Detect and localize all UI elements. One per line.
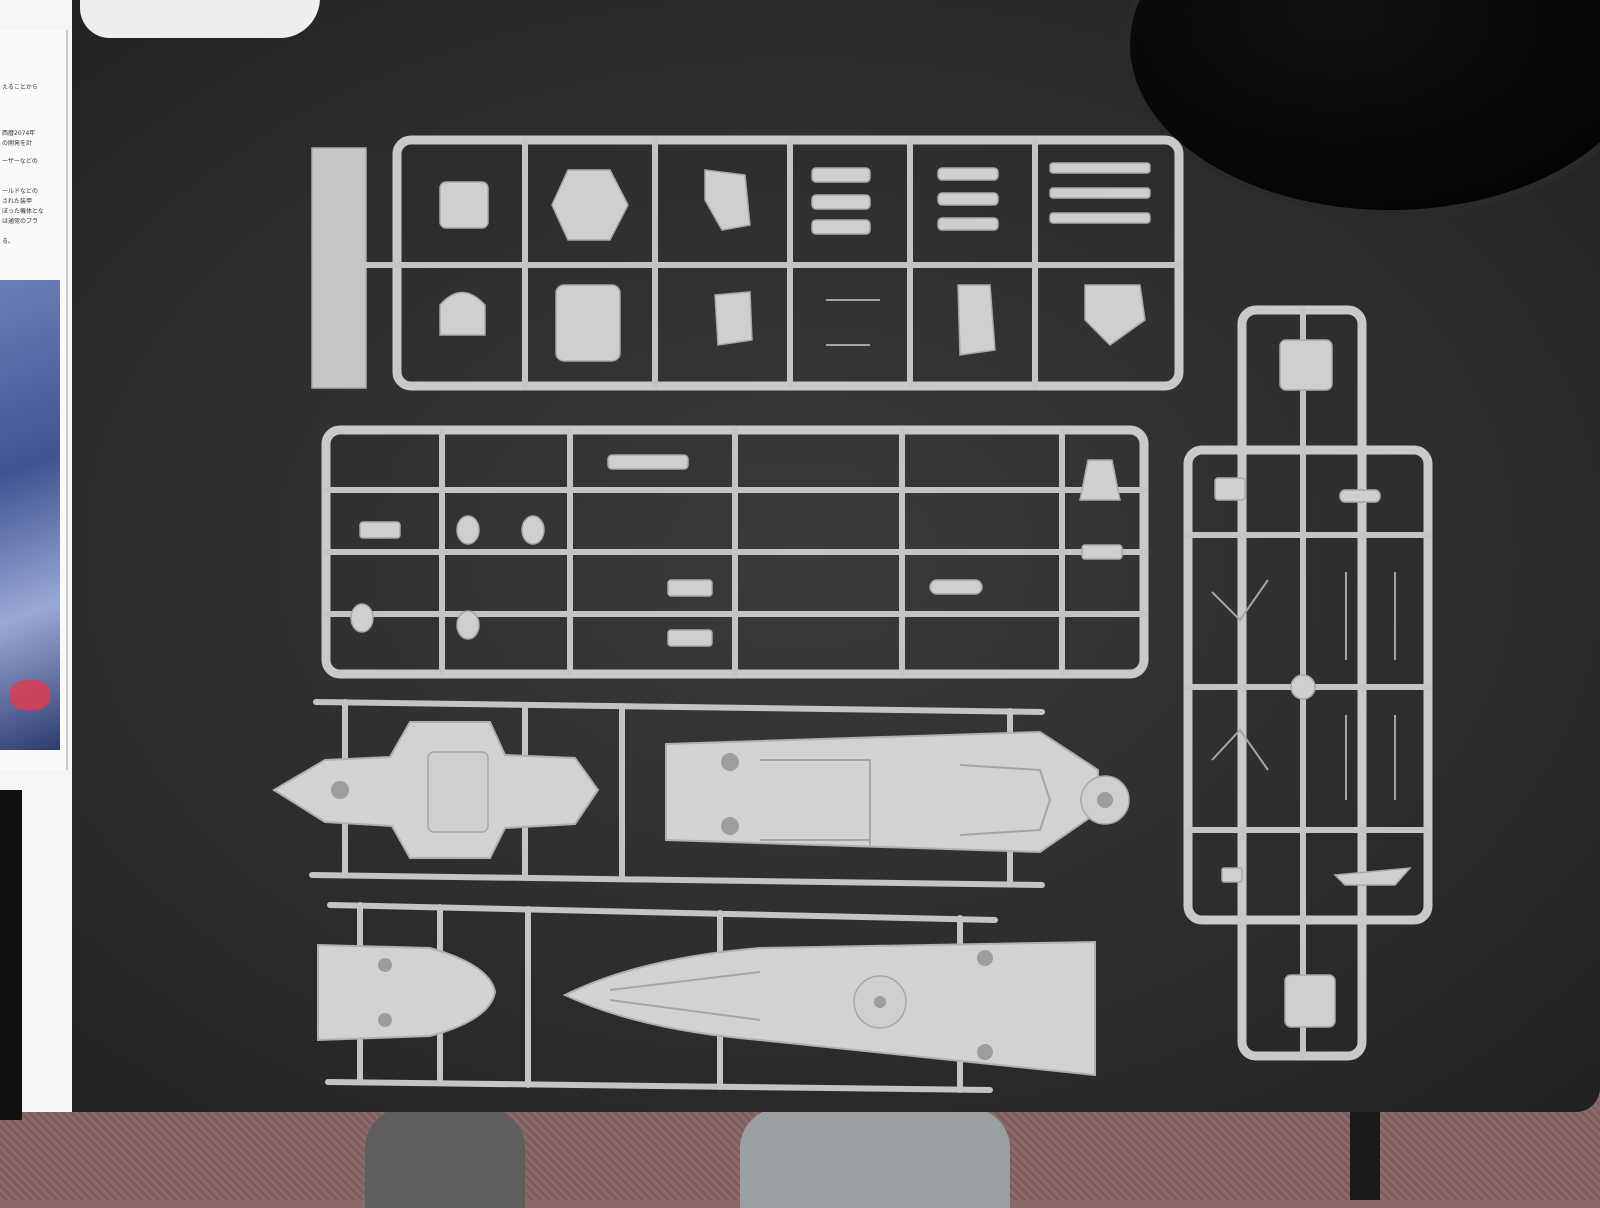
kit-part [937, 192, 999, 206]
kit-part [811, 167, 871, 183]
kit-part [1049, 162, 1151, 174]
turret-hole [378, 958, 392, 972]
deck-planking-lines [609, 971, 761, 1021]
kit-part [1290, 674, 1316, 700]
kit-part [1333, 867, 1412, 886]
slipper-left [365, 1108, 525, 1208]
slipper-right [740, 1108, 1010, 1208]
turret-hole [331, 781, 349, 799]
kit-part [714, 291, 753, 346]
forward-deck-part [562, 940, 1096, 1077]
white-towel [80, 0, 320, 38]
kit-part [555, 284, 621, 362]
kit-part [350, 603, 374, 633]
kit-part [937, 167, 999, 181]
kit-part [551, 169, 629, 241]
magazine-text-line: ーザーなどの [2, 158, 38, 165]
magazine-text-line: えることから [2, 84, 38, 91]
magazine-spine [0, 790, 22, 1120]
sprue-c [272, 699, 1130, 888]
kit-part [929, 579, 983, 595]
kit-part [1084, 284, 1146, 346]
kit-part [456, 610, 480, 640]
sprue-a-name-tag [311, 147, 367, 389]
turret-hole [378, 1013, 392, 1027]
magazine-text-line: 西暦2074年 [2, 130, 36, 137]
kit-part [1284, 974, 1336, 1028]
magazine-text-line: された装甲 [2, 198, 33, 205]
sprue-d-runner [325, 1079, 993, 1093]
kit-part [1339, 489, 1381, 503]
kit-part [1211, 579, 1269, 771]
kit-part [1079, 459, 1121, 501]
kit-part [667, 629, 713, 647]
turret-hole [977, 1044, 993, 1060]
turret-hole [977, 950, 993, 966]
kit-part [427, 751, 489, 833]
turret-hole [874, 996, 886, 1008]
sprue-e [1183, 305, 1433, 1061]
table-leg [1350, 1100, 1380, 1200]
sprue-d-runner [327, 902, 998, 923]
kit-part [937, 217, 999, 231]
kit-part [359, 521, 401, 539]
kit-part [521, 515, 545, 545]
turret-hole [1097, 792, 1113, 808]
kit-part [1049, 187, 1151, 199]
kit-part [1221, 867, 1243, 883]
turret-hole [721, 753, 739, 771]
kit-part [1214, 477, 1246, 501]
kit-part [811, 194, 871, 210]
magazine-text-line: る。 [2, 238, 15, 245]
hull-panel-lines [760, 759, 1052, 845]
magazine-text-line: ールドなどの [2, 188, 39, 195]
magazine-text-line: は通常のプラ [2, 218, 39, 225]
kit-part [456, 515, 480, 545]
sprue-a [311, 135, 1184, 391]
kit-part [667, 579, 713, 597]
kit-part [704, 169, 751, 231]
aft-deck-part [317, 943, 497, 1042]
magazine-artwork [0, 280, 60, 750]
sprue-b [321, 425, 1149, 679]
magazine: えることから 西暦2074年 の開発を計 ーザーなどの ールドなどの された装甲… [0, 0, 72, 1120]
turret-hole [721, 817, 739, 835]
kit-part [607, 454, 689, 470]
sprue-c-runner [313, 699, 1045, 715]
magazine-text-line: の開発を計 [2, 140, 33, 147]
kit-part [811, 219, 871, 235]
kit-part [1279, 339, 1333, 391]
kit-part [439, 291, 486, 336]
kit-part [957, 284, 996, 356]
kit-part [1049, 212, 1151, 224]
sprue-d [317, 902, 1096, 1093]
kit-part [439, 181, 489, 229]
magazine-text-line: ぼった機体とな [2, 208, 44, 215]
kit-part [1081, 544, 1123, 560]
black-desk: えることから 西暦2074年 の開発を計 ーザーなどの ールドなどの された装甲… [0, 0, 1600, 1120]
sprue-c-runner [309, 872, 1045, 888]
